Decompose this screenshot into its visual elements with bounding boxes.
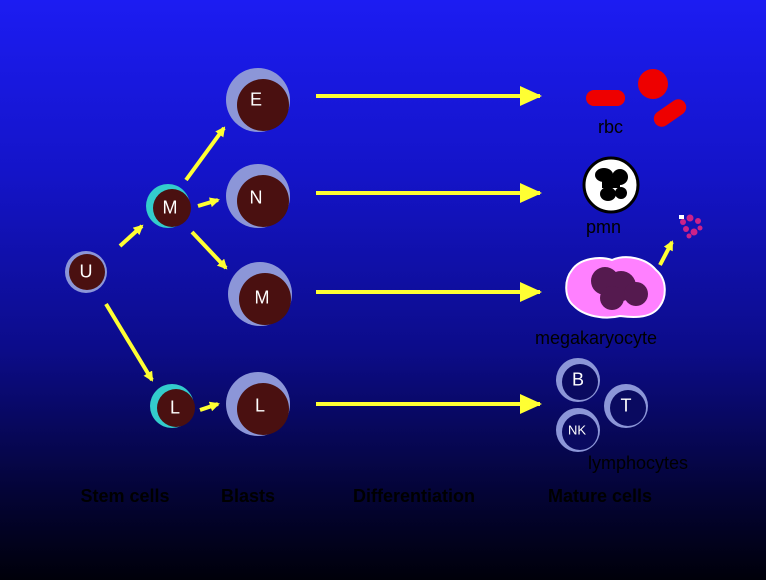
pmn-cell: [582, 156, 640, 214]
arrow-m-to-e: [184, 126, 226, 182]
blast-cell-l: [226, 372, 290, 436]
pmn-label: pmn: [586, 217, 622, 237]
platelets: [679, 214, 703, 239]
blast-cell-m: [228, 262, 292, 326]
blast-cell-m-label: M: [254, 287, 270, 308]
blast-cell-n: [226, 164, 290, 228]
arrow-u-to-l: [104, 302, 154, 382]
blast-cell-e: [226, 68, 290, 132]
lymphocyte-t-label: T: [620, 395, 632, 416]
column-label-stem-cells: Stem cells: [80, 486, 170, 506]
column-label-differentiation: Differentiation: [352, 486, 476, 506]
stem-cell-m: [146, 184, 191, 228]
column-label-mature-cells: Mature cells: [547, 486, 653, 506]
lymphocyte-t: [604, 384, 648, 428]
arrow-megakaryocyte-to-platelets: [658, 240, 674, 266]
lymphocyte-nk: [556, 408, 600, 452]
stem-cell-l-label: L: [169, 397, 181, 418]
lymphocyte-b: [556, 358, 600, 402]
lymphocytes-label: lymphocytes: [588, 453, 689, 473]
stem-cell-u: [65, 251, 107, 293]
megakaryocyte-cell: [565, 256, 666, 319]
column-label-blasts: Blasts: [220, 486, 276, 506]
arrow-m-to-n: [197, 197, 220, 208]
lymphocyte-nk-label: NK: [567, 422, 587, 438]
megakaryocyte-label: megakaryocyte: [535, 328, 658, 348]
arrow-m-to-m: [190, 230, 228, 270]
blast-cell-n-label: N: [249, 187, 263, 208]
lymphocyte-b-label: B: [571, 369, 585, 390]
arrow-u-to-m: [118, 224, 144, 248]
stem-cell-m-label: M: [162, 197, 178, 218]
blast-cell-l-label: L: [254, 395, 266, 416]
stem-cell-u-label: U: [79, 261, 93, 282]
rbc-cells: [586, 69, 687, 127]
arrow-l-to-l: [199, 401, 220, 412]
rbc-label: rbc: [598, 117, 624, 137]
stem-cell-l: [150, 384, 195, 428]
blast-cell-e-label: E: [249, 89, 263, 110]
